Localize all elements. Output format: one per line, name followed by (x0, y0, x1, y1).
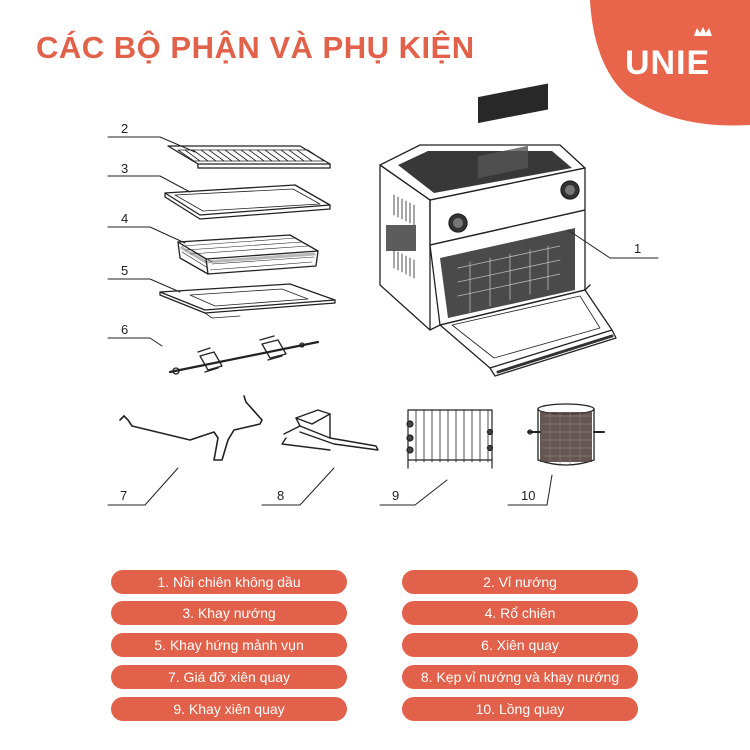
tray-clip-illustration (282, 410, 378, 450)
legend-item-9: 9. Khay xiên quay (111, 697, 347, 721)
skewer-rack-illustration (407, 410, 493, 468)
callout-number-5: 5 (121, 263, 128, 278)
air-fryer-oven-illustration: 000 0000 (380, 83, 616, 376)
control-knob-right (561, 181, 579, 199)
callout-number-3: 3 (121, 161, 128, 176)
legend-item-8: 8. Kẹp vỉ nướng và khay nướng (402, 665, 638, 689)
rotisserie-lifter-illustration (120, 396, 262, 460)
wire-rack-illustration (168, 146, 330, 168)
legend-item-3: 3. Khay nướng (111, 601, 347, 625)
parts-diagram: 2 3 4 5 6 1 7 8 9 10 (0, 0, 750, 560)
control-knob-left (449, 214, 467, 232)
baking-tray-illustration (165, 185, 330, 219)
callout-number-1: 1 (634, 241, 641, 256)
callout-number-10: 10 (521, 488, 535, 503)
frying-basket-illustration (178, 235, 318, 274)
callout-number-6: 6 (121, 322, 128, 337)
callout-number-9: 9 (392, 488, 399, 503)
callout-number-8: 8 (277, 488, 284, 503)
legend-item-5: 5. Khay hứng mảnh vụn (111, 633, 347, 657)
crumb-tray-illustration (160, 284, 335, 318)
legend-item-2: 2. Vỉ nướng (402, 570, 638, 594)
oven-display-readout-right: 0000 (535, 185, 551, 195)
rotating-basket-illustration (528, 404, 604, 465)
rotisserie-spit-illustration (170, 336, 318, 374)
oven-display-readout-left: 000 (517, 189, 529, 198)
legend-item-1: 1. Nồi chiên không dầu (111, 570, 347, 594)
legend-item-4: 4. Rổ chiên (402, 601, 638, 625)
legend-item-7: 7. Giá đỡ xiên quay (111, 665, 347, 689)
callout-number-4: 4 (121, 211, 128, 226)
callout-number-7: 7 (120, 488, 127, 503)
legend-item-10: 10. Lồng quay (402, 697, 638, 721)
callout-number-2: 2 (121, 121, 128, 136)
legend-item-6: 6. Xiên quay (402, 633, 638, 657)
